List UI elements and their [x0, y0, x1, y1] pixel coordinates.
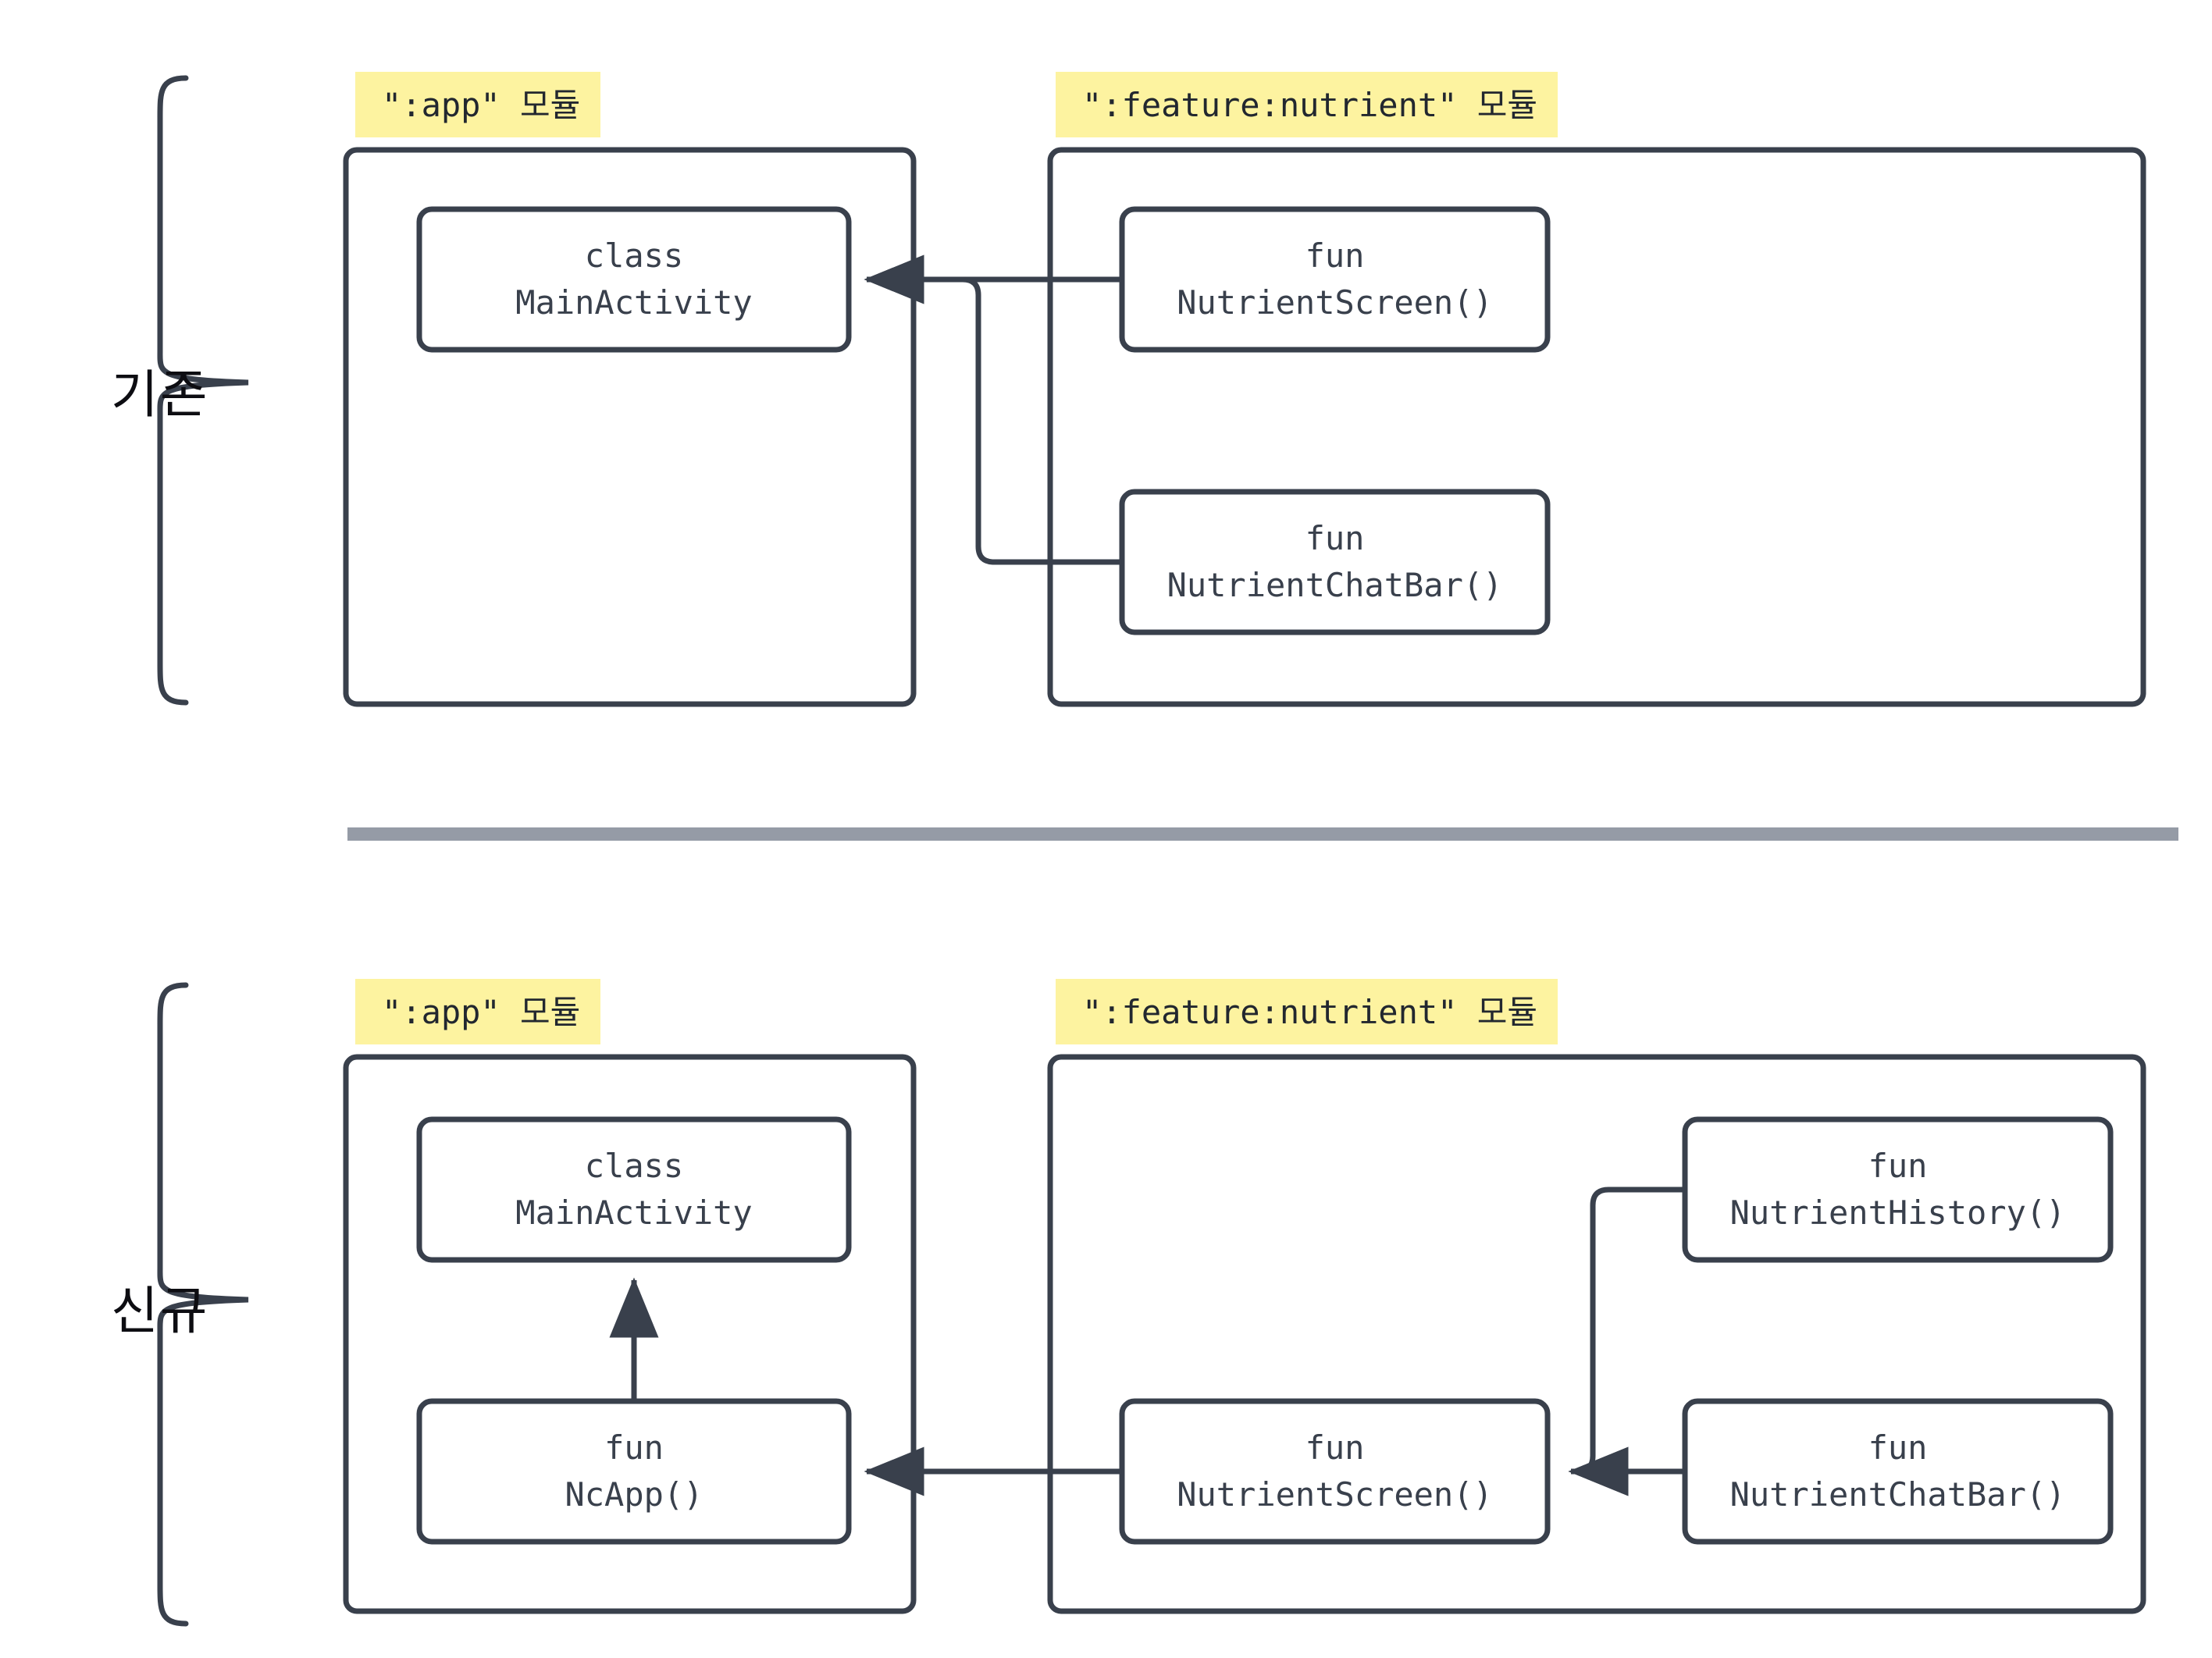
edge-nutrient-chatbar-to-main-activity-existing [864, 254, 1122, 565]
module-tag-app-existing: ":app" 모듈 [355, 72, 601, 137]
node-box-nutrient-screen-new[interactable] [1119, 1398, 1551, 1545]
module-box-app-existing [343, 147, 917, 707]
section-brace-existing [157, 75, 249, 706]
node-box-ncapp-new[interactable] [416, 1398, 852, 1545]
node-box-nutrient-screen-existing[interactable] [1119, 206, 1551, 353]
module-box-feature-nutrient-existing [1047, 147, 2146, 707]
module-tag-app-new: ":app" 모듈 [355, 979, 601, 1044]
section-divider [347, 827, 2178, 841]
node-box-nutrient-chatbar-new[interactable] [1682, 1398, 2114, 1545]
module-box-feature-nutrient-new [1047, 1054, 2146, 1614]
section-brace-new [157, 982, 249, 1627]
node-box-main-activity-new[interactable] [416, 1116, 852, 1263]
module-box-app-new [343, 1054, 917, 1614]
section-title-existing: 기존 [111, 365, 209, 425]
node-box-main-activity-existing[interactable] [416, 206, 852, 353]
module-tag-feature-nutrient-existing: ":feature:nutrient" 모듈 [1056, 72, 1558, 137]
node-box-nutrient-history-new[interactable] [1682, 1116, 2114, 1263]
node-box-nutrient-chatbar-existing[interactable] [1119, 489, 1551, 635]
section-title-new: 신규 [111, 1281, 209, 1341]
edge-nutrient-history-to-nutrient-screen-new [1568, 1187, 1685, 1496]
module-tag-feature-nutrient-new: ":feature:nutrient" 모듈 [1056, 979, 1558, 1044]
